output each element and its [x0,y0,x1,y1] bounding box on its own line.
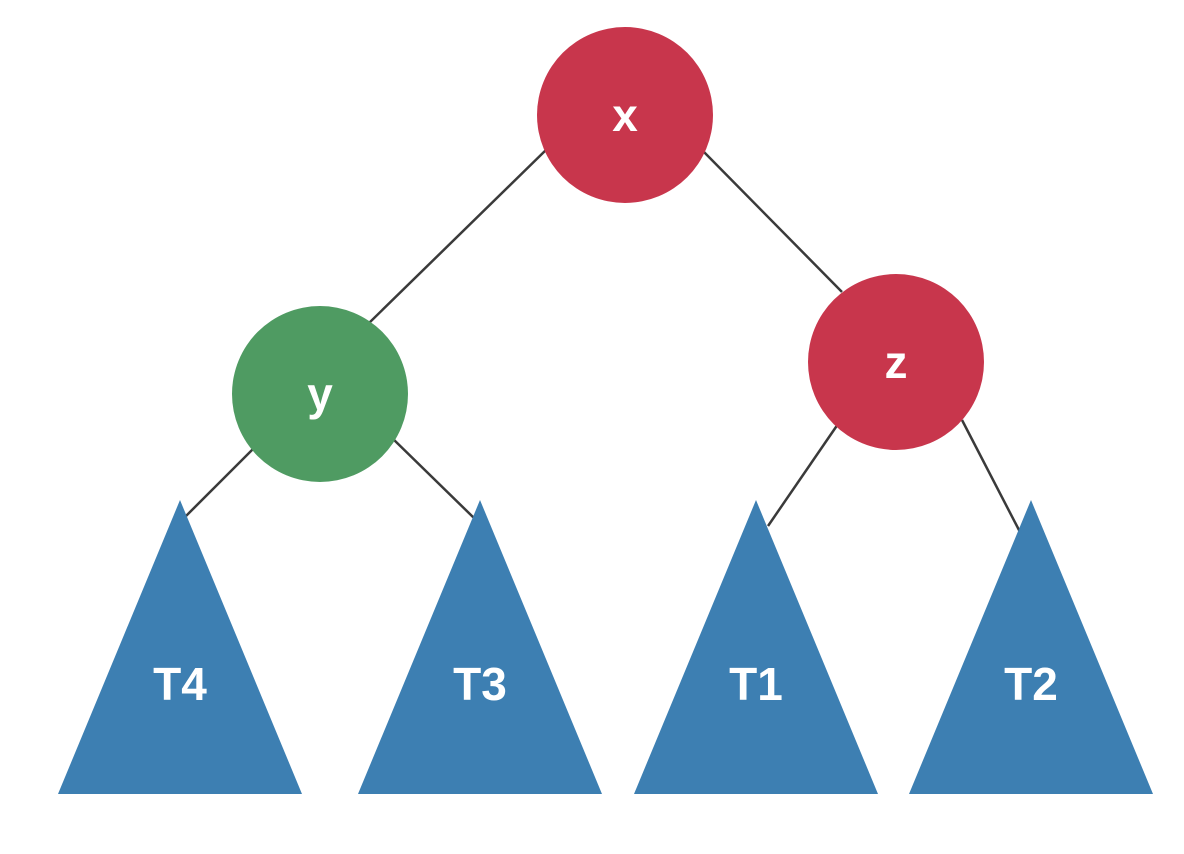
subtree-t1-label: T1 [729,658,783,710]
subtree-t4-label: T4 [153,658,207,710]
subtree-t4-triangle [58,500,302,794]
edge-x-y [367,147,549,325]
subtree-t1-triangle [634,500,878,794]
subtree-t3-triangle [358,500,602,794]
node-z-circle [808,274,984,450]
edge-y-t3 [389,435,475,519]
subtree-t2: T2 [909,500,1153,794]
node-x: x [537,27,713,203]
subtree-t2-triangle [909,500,1153,794]
node-y-label: y [307,368,333,420]
node-z: z [808,274,984,450]
subtree-t1: T1 [634,500,878,794]
node-y: y [232,306,408,482]
subtree-t3: T3 [358,500,602,794]
edge-z-t1 [766,423,840,527]
edge-y-t4 [185,445,257,517]
node-z-label: z [885,336,908,388]
node-x-label: x [612,89,638,141]
subtree-t2-label: T2 [1004,658,1058,710]
edge-z-t2 [960,419,1022,533]
subtree-t3-label: T3 [453,658,507,710]
subtree-t4: T4 [58,500,302,794]
node-y-circle [232,306,408,482]
edge-x-z [701,149,843,293]
node-x-circle [537,27,713,203]
